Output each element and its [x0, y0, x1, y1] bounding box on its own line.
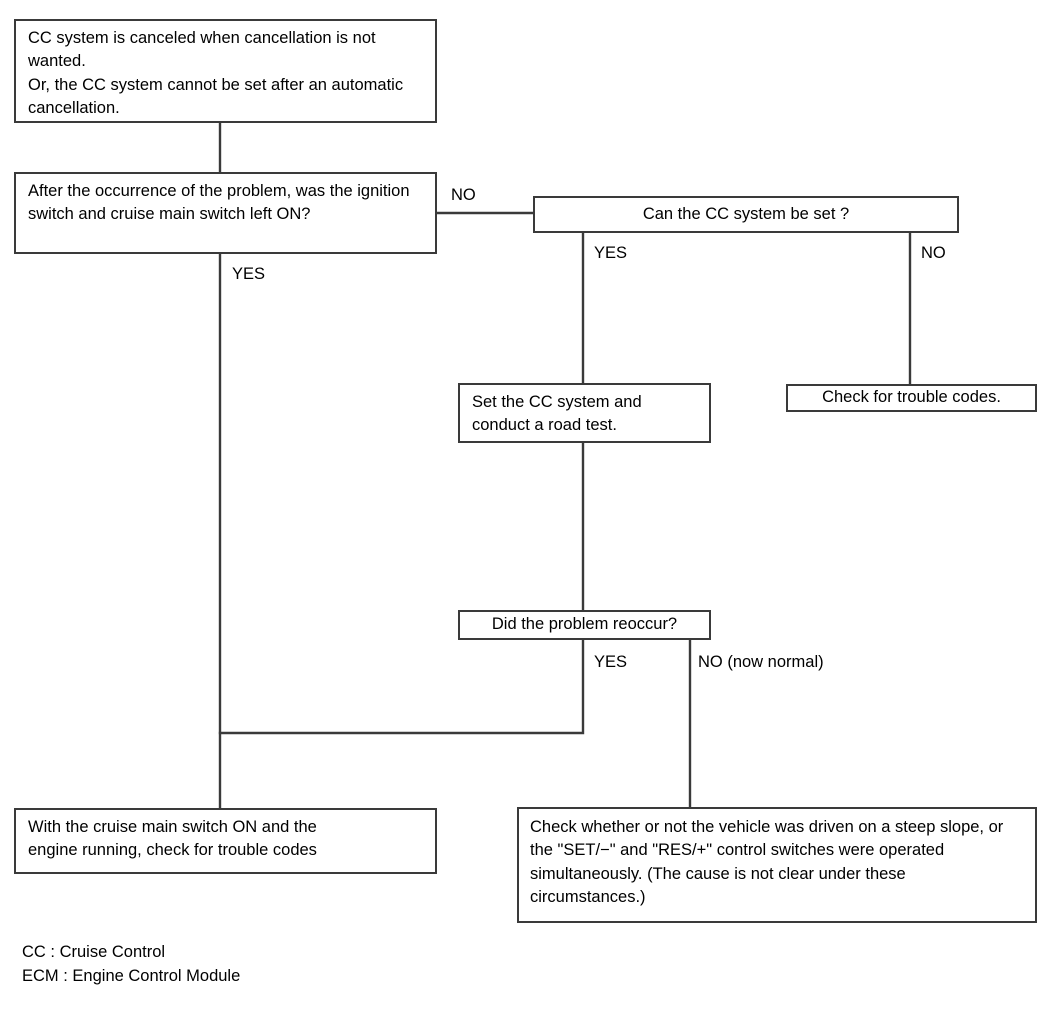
- edge-label-reoccur-yes: YES: [594, 653, 628, 671]
- node-action-check-codes-bottom: With the cruise main switch ON and the e…: [14, 808, 437, 874]
- legend-abbreviations: CC : Cruise Control ECM : Engine Control…: [22, 943, 241, 985]
- node-action-check-steep-slope: Check whether or not the vehicle was dri…: [517, 807, 1037, 923]
- node-action-check-codes-right: Check for trouble codes.: [786, 384, 1037, 412]
- edge-label-reoccur-no: NO (now normal): [698, 653, 824, 671]
- node-question-reoccur: Did the problem reoccur?: [458, 610, 711, 640]
- edge-label-can-set-yes: YES: [594, 244, 628, 262]
- edge-label-ignition-yes: YES: [232, 265, 266, 283]
- node-question-ignition: After the occurrence of the problem, was…: [14, 172, 437, 254]
- node-action-set-and-road-test: Set the CC system and conduct a road tes…: [458, 383, 711, 443]
- edge-label-ignition-no: NO: [451, 186, 476, 204]
- edge-label-can-set-no: NO: [921, 244, 946, 262]
- edge-reoccur-yes-to-left: [218, 637, 585, 735]
- node-symptom: CC system is canceled when cancellation …: [14, 19, 437, 123]
- node-question-can-set: Can the CC system be set ?: [533, 196, 959, 233]
